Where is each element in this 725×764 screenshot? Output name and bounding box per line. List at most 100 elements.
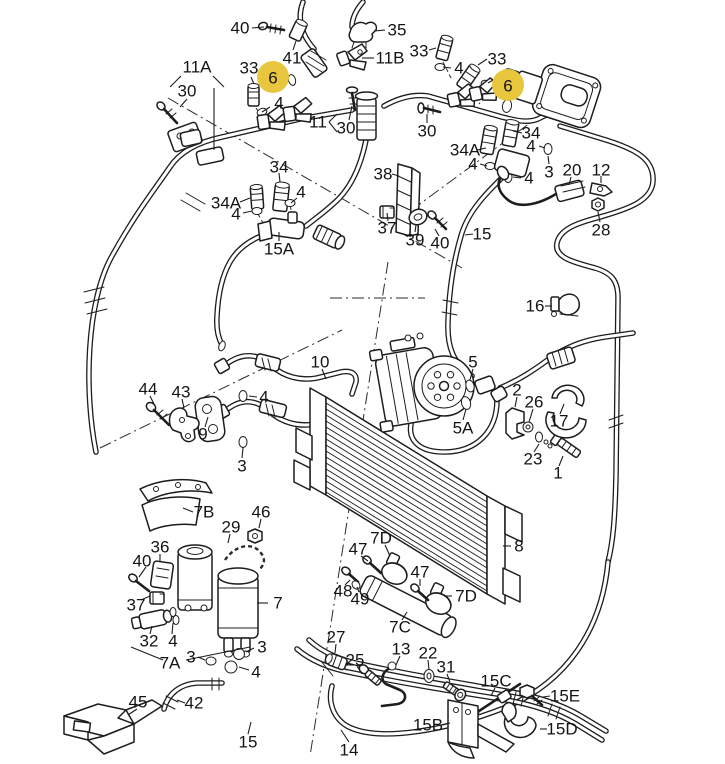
part-label-29: 29 <box>222 518 241 537</box>
o-ring-6-left <box>287 74 297 86</box>
valve-33-mid <box>435 34 454 62</box>
leader-line <box>138 566 147 578</box>
part-label-40: 40 <box>431 234 450 253</box>
part-label-36: 36 <box>151 538 170 557</box>
part-label-15E: 15E <box>550 687 580 706</box>
part-label-40: 40 <box>231 19 250 38</box>
part-label-34: 34 <box>522 124 541 143</box>
drier-tube-group <box>341 552 457 639</box>
part-label-7A: 7A <box>160 654 181 673</box>
part-label-45: 45 <box>129 693 148 712</box>
part-label-33: 33 <box>488 50 507 69</box>
part-label-3: 3 <box>544 163 553 182</box>
leader-line <box>212 75 225 88</box>
part-label-20: 20 <box>563 161 582 180</box>
compressor <box>368 332 576 433</box>
part-label-4: 4 <box>454 59 463 78</box>
part-label-35: 35 <box>388 21 407 40</box>
part-label-32: 32 <box>140 632 159 651</box>
part-label-38: 38 <box>374 165 393 184</box>
leader-line <box>247 721 252 735</box>
leader-line <box>176 699 186 704</box>
service-valves <box>247 34 513 117</box>
right-valve-group <box>479 119 553 183</box>
clamp-7d-b <box>425 582 452 615</box>
part-label-28: 28 <box>592 221 611 240</box>
clamp-17 <box>545 384 587 439</box>
leader-line <box>427 659 430 671</box>
part-label-48: 48 <box>334 582 353 601</box>
bracket-15b <box>447 699 515 759</box>
leader-line <box>558 455 564 467</box>
leader-line <box>278 172 281 183</box>
part-label-34: 34 <box>270 158 289 177</box>
leader-line <box>476 147 487 151</box>
part-label-7D: 7D <box>455 587 477 606</box>
leader-line <box>292 40 297 51</box>
part-label-4: 4 <box>526 137 535 156</box>
leader-line <box>241 447 244 459</box>
leader-line <box>328 121 338 133</box>
part-label-37: 37 <box>378 219 397 238</box>
part-label-7C: 7C <box>389 618 411 637</box>
leader-line <box>512 130 523 134</box>
part-label-6: 6 <box>268 69 277 88</box>
part-label-4: 4 <box>296 183 305 202</box>
part-label-1: 1 <box>553 464 562 483</box>
leader-line <box>442 66 452 69</box>
part-label-15B: 15B <box>413 716 443 735</box>
suction-line-fittings <box>156 77 498 166</box>
part-label-42: 42 <box>185 694 204 713</box>
part-label-47: 47 <box>411 563 430 582</box>
fork-30-a <box>446 83 476 108</box>
leader-line <box>258 518 262 529</box>
leader-line <box>446 673 451 683</box>
part-label-7B: 7B <box>194 503 215 522</box>
leader-line <box>490 687 496 697</box>
leader-line <box>340 729 350 743</box>
leader-line <box>334 643 337 654</box>
leader-line <box>238 666 250 671</box>
part-label-7: 7 <box>273 594 282 613</box>
part-label-15A: 15A <box>264 240 295 259</box>
leader-line <box>514 396 518 408</box>
part-label-41: 41 <box>283 49 302 68</box>
part-label-39: 39 <box>406 231 425 250</box>
leader-line <box>414 224 417 233</box>
leader-line <box>533 443 540 453</box>
clamp-7d-a <box>381 552 408 585</box>
part-label-15: 15 <box>239 733 258 752</box>
part-label-7D: 7D <box>370 529 392 548</box>
part-label-30: 30 <box>418 122 437 141</box>
leader-line <box>149 395 155 405</box>
leader-line <box>391 173 400 177</box>
bottom-hardware <box>325 653 544 759</box>
cable-29 <box>224 544 266 572</box>
part-label-5: 5 <box>468 353 477 372</box>
leader-line <box>328 113 338 123</box>
part-label-8: 8 <box>514 537 523 556</box>
leader-line <box>197 656 206 661</box>
part-label-25: 25 <box>346 651 365 670</box>
leader-line <box>251 26 265 29</box>
liquid-pipe-group <box>145 353 288 448</box>
leader-line <box>428 47 437 51</box>
leader-line <box>479 163 488 167</box>
screw-31 <box>442 681 467 702</box>
wire-13 <box>380 666 407 708</box>
part-label-14: 14 <box>340 741 359 760</box>
leader-line <box>477 58 488 66</box>
part-label-12: 12 <box>592 161 611 180</box>
part-label-11A: 11A <box>183 58 213 77</box>
leader-line <box>568 176 572 186</box>
part-label-15: 15 <box>473 225 492 244</box>
highlight-circle <box>492 69 524 101</box>
part-label-4: 4 <box>274 94 283 113</box>
leader-line <box>250 76 255 85</box>
part-label-3: 3 <box>257 638 266 657</box>
leader-line <box>171 622 174 635</box>
part-labels: 40413511B336411A3011303033433463434A4415… <box>127 19 611 760</box>
leader-line <box>169 75 182 88</box>
leader-line <box>242 210 253 214</box>
